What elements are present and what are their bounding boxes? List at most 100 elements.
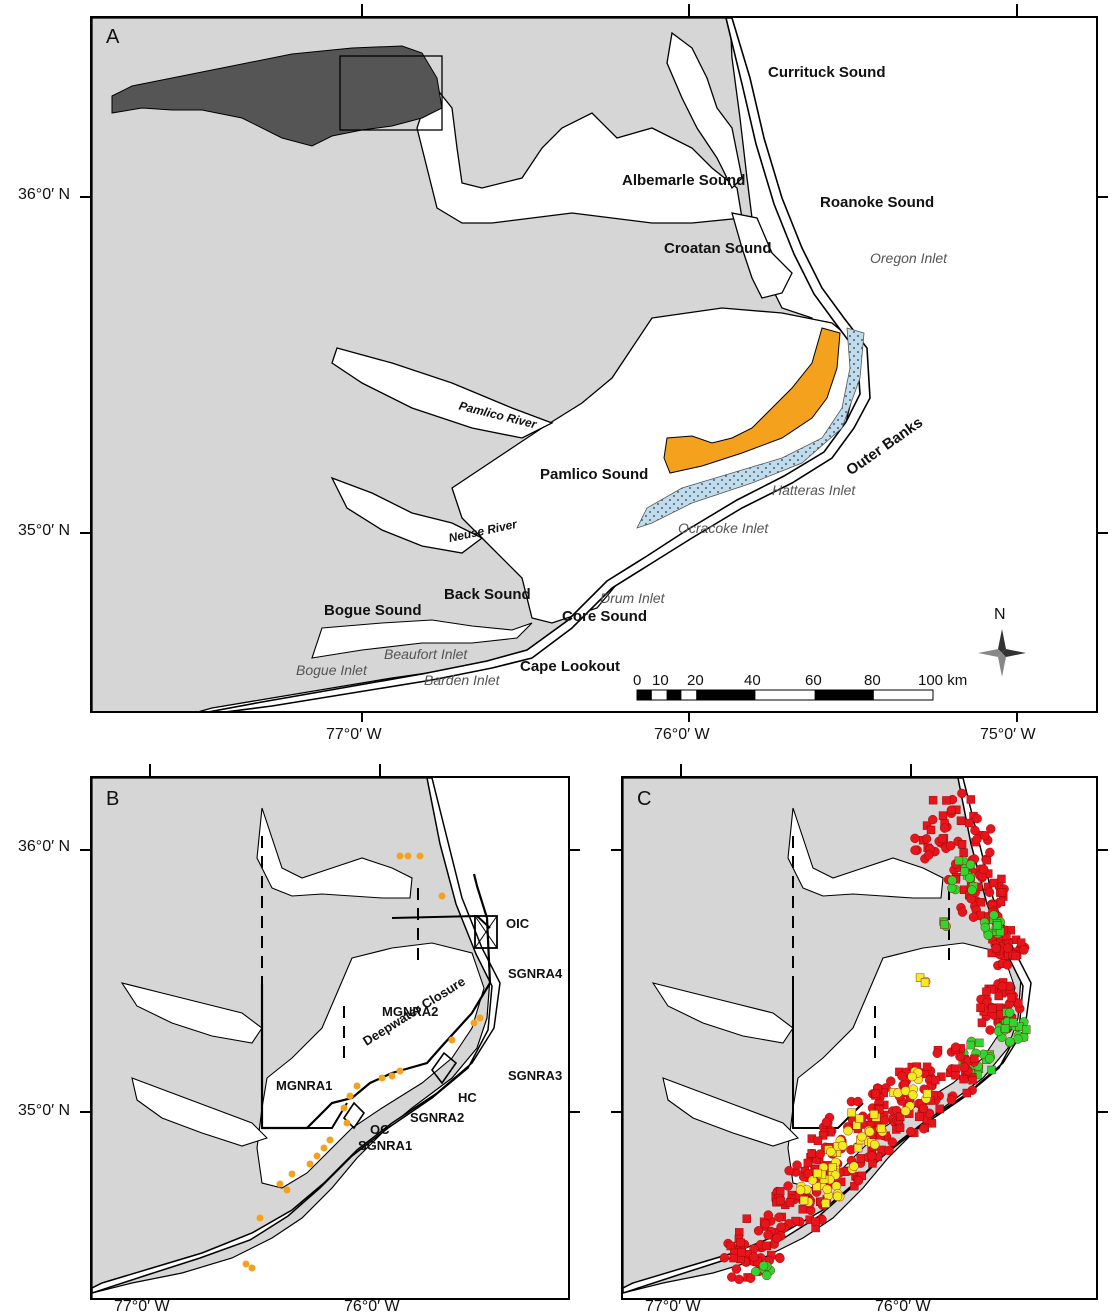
red-sample-marker	[985, 1025, 995, 1035]
neuse-river-water	[662, 1077, 800, 1147]
panel-b-label: B	[106, 788, 120, 810]
label-hc: HC	[458, 1090, 477, 1105]
green-sample-marker	[1013, 1034, 1023, 1044]
red-sample-marker	[813, 1136, 823, 1146]
oc-box	[342, 1101, 366, 1130]
map-c-graphic	[623, 778, 1032, 1294]
green-sample-marker	[989, 910, 999, 920]
red-sample-marker	[906, 1126, 916, 1137]
red-sample-marker	[942, 796, 951, 805]
yellow-sample-marker	[822, 1184, 832, 1195]
yellow-sample-marker	[869, 1110, 879, 1119]
tick-c-right-1	[1096, 849, 1108, 851]
label-albemarle-sound: Albemarle Sound	[622, 172, 746, 189]
label-croatan-sound: Croatan Sound	[664, 240, 772, 257]
map-panel-b: B OIC SGNRA4 MGNRA2 Deepwater Closure SG…	[90, 776, 570, 1300]
yellow-sample-marker	[900, 1086, 911, 1096]
red-sample-marker	[972, 834, 982, 844]
label-pamlico-sound: Pamlico Sound	[540, 466, 649, 483]
red-sample-marker	[811, 1217, 820, 1226]
red-sample-marker	[1011, 951, 1021, 961]
yellow-sample-marker	[807, 1175, 818, 1185]
tick-a-bottom-3	[1016, 712, 1018, 722]
red-sample-marker	[775, 1253, 785, 1264]
yellow-sample-marker	[908, 1090, 918, 1100]
pamlico-river-water	[331, 347, 554, 439]
label-cape-lookout: Cape Lookout	[520, 658, 620, 675]
north-arrow-icon	[978, 629, 1026, 677]
red-sample-marker	[984, 887, 995, 898]
red-sample-marker	[1007, 993, 1016, 1002]
orange-sample-points	[242, 852, 484, 1272]
green-sample-marker	[975, 1038, 984, 1048]
inset-box	[339, 55, 443, 131]
label-mgnra1: MGNRA1	[276, 1078, 333, 1093]
scale-tick-20: 20	[687, 672, 704, 689]
red-sample-marker	[966, 795, 976, 804]
yellow-sample-marker	[821, 1199, 830, 1208]
yellow-sample-marker	[795, 1185, 806, 1195]
yellow-sample-marker	[920, 978, 930, 987]
green-sample-marker	[1008, 1018, 1018, 1027]
red-sample-marker	[976, 898, 986, 907]
red-sample-marker	[968, 1075, 977, 1085]
red-sample-marker	[856, 1154, 865, 1163]
red-sample-marker	[935, 1104, 944, 1114]
red-sample-marker	[986, 824, 996, 834]
map-panel-c: C	[621, 776, 1098, 1300]
red-sample-marker	[923, 850, 934, 860]
green-sample-marker	[940, 920, 949, 929]
red-sample-marker	[946, 1095, 957, 1105]
label-bogue-sound: Bogue Sound	[324, 602, 422, 619]
yellow-sample-marker	[922, 1089, 932, 1098]
red-sample-marker	[763, 1210, 773, 1220]
red-sample-marker	[982, 987, 991, 997]
red-sample-marker	[1014, 998, 1023, 1008]
red-sample-marker	[965, 818, 974, 828]
red-sample-marker	[749, 1252, 759, 1262]
red-sample-marker	[946, 805, 957, 815]
red-sample-marker	[910, 845, 920, 855]
red-sample-marker	[931, 1075, 940, 1085]
tick-c-left-2	[611, 1111, 623, 1113]
yellow-sample-marker	[876, 1124, 886, 1133]
red-sample-marker	[867, 1151, 877, 1161]
label-sgnra1: SGNRA1	[358, 1138, 413, 1153]
pamlico-river-water	[651, 982, 794, 1044]
map-b-graphic	[92, 778, 501, 1298]
yellow-sample-marker	[857, 1131, 867, 1142]
lon-label-b-76: 76°0′ W	[344, 1298, 400, 1315]
red-sample-marker	[792, 1160, 802, 1170]
yellow-sample-marker	[907, 1071, 917, 1082]
deepwater-closure-line	[260, 873, 492, 1130]
green-sample-marker	[1022, 1025, 1031, 1034]
north-label: N	[994, 606, 1006, 623]
green-sample-marker	[980, 922, 990, 933]
yellow-sample-marker	[813, 1168, 822, 1178]
red-sample-marker	[803, 1168, 813, 1179]
green-sample-marker	[1005, 1037, 1015, 1047]
label-ocracoke-inlet: Ocracoke Inlet	[678, 520, 769, 536]
red-sample-marker	[938, 811, 948, 820]
red-sample-marker	[977, 1018, 987, 1027]
red-sample-marker	[821, 1117, 832, 1127]
tick-b-top-2	[379, 764, 381, 776]
tick-a-top-1	[361, 4, 363, 16]
red-sample-marker	[951, 1042, 961, 1052]
red-sample-marker	[734, 1274, 744, 1285]
label-sgnra2: SGNRA2	[410, 1110, 465, 1125]
tick-a-bottom-2	[688, 712, 690, 722]
yellow-sample-marker	[853, 1143, 863, 1153]
yellow-sample-marker	[832, 1191, 843, 1202]
shoal-area	[636, 327, 865, 529]
red-sample-marker	[719, 1253, 730, 1263]
green-sample-marker	[960, 867, 969, 876]
yellow-sample-marker	[799, 1196, 809, 1205]
tick-c-top-2	[910, 764, 912, 776]
red-sample-marker	[970, 1054, 979, 1064]
outer-banks	[92, 778, 501, 1294]
red-sample-marker	[753, 1226, 764, 1236]
label-oc: OC	[370, 1122, 390, 1137]
green-sample-marker	[987, 1065, 996, 1075]
red-sample-marker	[731, 1264, 742, 1274]
